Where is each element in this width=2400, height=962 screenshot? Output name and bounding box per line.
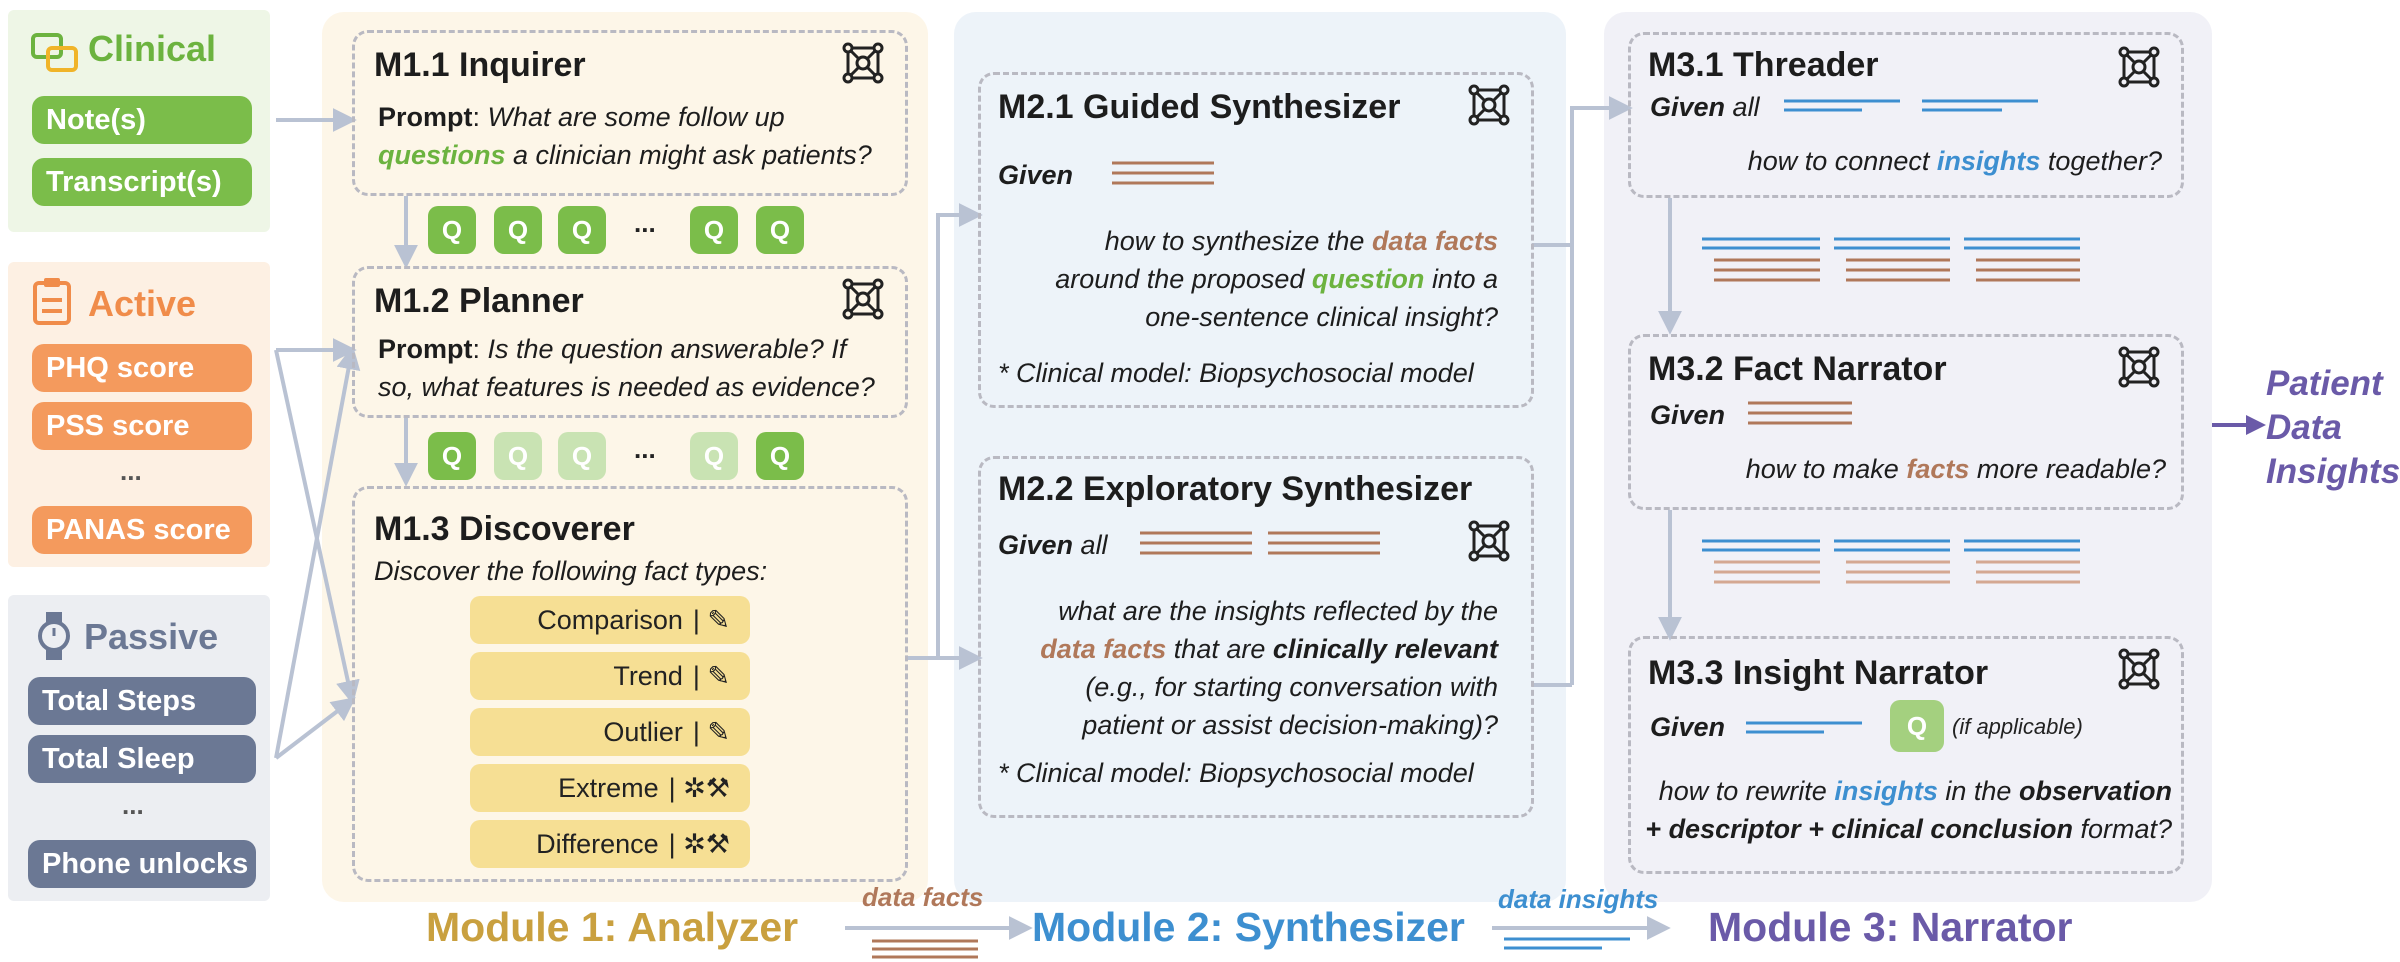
- clinical-item: Note(s): [32, 96, 252, 144]
- data-facts-lines: [872, 939, 978, 959]
- m31-box: [1628, 32, 2184, 198]
- m32-given: Given: [1650, 400, 1726, 430]
- m12-prompt: Prompt: Is the question answerable? If s…: [378, 334, 875, 402]
- m21-title: M2.1 Guided Synthesizer: [998, 88, 1401, 126]
- clinical-item: Transcript(s): [32, 158, 252, 206]
- question-badge: Q: [494, 206, 542, 254]
- passive-ellipsis: ...: [122, 790, 144, 820]
- brain-network-icon: [2118, 648, 2160, 690]
- q-ellipsis: ...: [634, 434, 656, 464]
- data-facts-flow-label: data facts: [862, 882, 984, 912]
- q-ellipsis: ...: [634, 208, 656, 238]
- m31-title: M3.1 Threader: [1648, 46, 1879, 84]
- brain-network-icon: [1468, 84, 1510, 126]
- m22-box: [978, 456, 1534, 818]
- active-item: PANAS score: [32, 506, 252, 554]
- question-badge-faded: Q: [494, 432, 542, 480]
- facts-lines: [1748, 401, 1852, 425]
- m12-box: [352, 266, 908, 418]
- m11-box: [352, 30, 908, 196]
- output-label: Patient Data Insights: [2266, 364, 2400, 491]
- m11-prompt: Prompt: What are some follow up question…: [378, 102, 872, 170]
- m21-box: [978, 72, 1534, 408]
- question-badge: Q: [428, 432, 476, 480]
- insight-lines: [1784, 99, 2038, 112]
- m33-given: Given: [1650, 712, 1726, 742]
- clinical-label: Clinical: [88, 28, 217, 69]
- m32-title: M3.2 Fact Narrator: [1648, 350, 1947, 388]
- m11-title: M1.1 Inquirer: [374, 46, 586, 84]
- m22-title: M2.2 Exploratory Synthesizer: [998, 470, 1473, 508]
- chat-icon: [30, 32, 80, 76]
- m33-box: [1628, 636, 2184, 874]
- active-label: Active: [88, 283, 197, 324]
- brain-network-icon: [842, 42, 884, 84]
- m33-if-applicable: (if applicable): [1952, 714, 2083, 739]
- m21-given: Given: [998, 160, 1074, 190]
- insight-lines: [1504, 937, 1630, 950]
- fact-type-trend: Trend| ✎: [470, 652, 750, 700]
- threaded-insights-lines: [1702, 237, 2080, 282]
- question-badge: Q: [690, 206, 738, 254]
- brain-network-icon: [2118, 346, 2160, 388]
- m33-title: M3.3 Insight Narrator: [1648, 654, 1989, 692]
- m31-given: Given all: [1650, 92, 1760, 122]
- active-item: PSS score: [32, 402, 252, 450]
- passive-item: Total Sleep: [28, 735, 256, 783]
- question-badge: Q: [558, 206, 606, 254]
- watch-icon: [34, 610, 74, 662]
- question-badge: Q: [756, 432, 804, 480]
- active-item: PHQ score: [32, 344, 252, 392]
- m12-title: M1.2 Planner: [374, 282, 584, 320]
- m22-text: what are the insights reflected by the d…: [1040, 596, 1498, 740]
- facts-lines: [1140, 531, 1380, 555]
- brain-network-icon: [1468, 520, 1510, 562]
- m33-text: how to rewrite insights in the observati…: [1645, 776, 2172, 844]
- m13-subtitle: Discover the following fact types:: [374, 556, 768, 586]
- fact-type-extreme: Extreme| ✲⚒: [470, 764, 750, 812]
- question-badge-faded: Q: [690, 432, 738, 480]
- m32-box: [1628, 334, 2184, 510]
- fact-type-outlier: Outlier| ✎: [470, 708, 750, 756]
- module2-label: Module 2: Synthesizer: [1032, 904, 1465, 950]
- brain-network-icon: [2118, 46, 2160, 88]
- clipboard-icon: [32, 276, 72, 326]
- question-badge-faded: Q: [558, 432, 606, 480]
- question-badge: Q: [756, 206, 804, 254]
- module3-label: Module 3: Narrator: [1708, 904, 2073, 950]
- passive-item: Total Steps: [28, 677, 256, 725]
- narrated-insights-lines: [1702, 539, 2080, 584]
- brain-network-icon: [842, 278, 884, 320]
- facts-lines: [1112, 161, 1214, 185]
- m32-text: how to make facts more readable?: [1745, 454, 2166, 484]
- passive-label: Passive: [84, 616, 219, 657]
- question-badge: Q: [428, 206, 476, 254]
- m21-text: how to synthesize the data facts around …: [1055, 226, 1498, 332]
- question-badge: Q: [1890, 700, 1944, 752]
- m22-note: * Clinical model: Biopsychosocial model: [998, 758, 1474, 788]
- data-insights-flow-label: data insights: [1498, 884, 1659, 914]
- module1-label: Module 1: Analyzer: [426, 904, 799, 950]
- fact-type-comparison: Comparison| ✎: [470, 596, 750, 644]
- m13-box: [352, 486, 908, 882]
- m21-note: * Clinical model: Biopsychosocial model: [998, 358, 1474, 388]
- m13-title: M1.3 Discoverer: [374, 510, 635, 548]
- insight-lines: [1746, 721, 1862, 734]
- m22-given: Given all: [998, 530, 1108, 560]
- module3-panel: [1604, 12, 2212, 902]
- active-ellipsis: ...: [120, 456, 142, 486]
- passive-item: Phone unlocks: [28, 840, 256, 888]
- fact-type-difference: Difference| ✲⚒: [470, 820, 750, 868]
- m31-text: how to connect insights together?: [1747, 146, 2162, 176]
